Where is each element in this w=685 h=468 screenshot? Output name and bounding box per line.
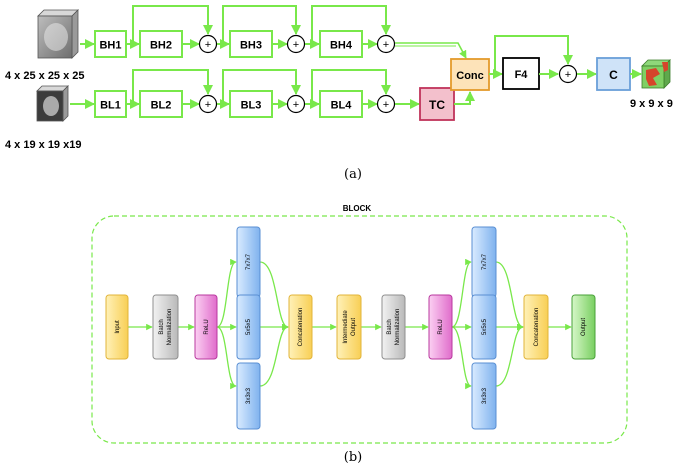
node-input: Input <box>105 294 129 360</box>
node-conv7-1-label: 7x7x7 <box>246 253 252 270</box>
f4-label: F4 <box>515 69 529 81</box>
bh2-block <box>139 30 183 58</box>
conc-label: Conc <box>456 70 484 82</box>
bl3-label: BL3 <box>241 100 262 112</box>
node-input-label: Input <box>115 320 121 334</box>
plus-symbol: + <box>565 69 571 81</box>
add-node-l1 <box>198 94 218 114</box>
low-resolution-path: BL1 BL2 + BL3 + BL4 + <box>94 69 420 118</box>
node-batchnorm-1-label-1: Batch <box>159 319 165 334</box>
block-title: BLOCK <box>343 204 372 213</box>
output-size-label: 9 x 9 x 9 <box>630 98 673 110</box>
add-node-l3 <box>376 94 396 114</box>
node-conv3-1-label: 3x3x3 <box>246 387 252 404</box>
node-batchnorm-2-label-2: Normalization <box>395 309 401 346</box>
node-batchnorm-2-label-1: Batch <box>387 319 393 334</box>
node-batchnorm-1-label-2: Normalization <box>167 309 173 346</box>
node-relu-2-label: ReLU <box>438 319 444 334</box>
plus-symbol: + <box>383 39 389 51</box>
bl1-label: BL1 <box>100 100 121 112</box>
node-conv3-2-label: 3x3x3 <box>482 387 488 404</box>
high-res-input-label: 4 x 25 x 25 x 25 <box>5 70 85 82</box>
c-label: C <box>609 68 618 82</box>
plus-symbol: + <box>383 99 389 111</box>
figure-a: 4 x 25 x 25 x 25 4 x 19 x 19 x19 BH1 BH2… <box>5 5 673 182</box>
node-batchnorm-1: Batch Normalization <box>152 294 179 360</box>
bl1-block <box>94 90 127 118</box>
bh3-label: BH3 <box>240 40 262 52</box>
caption-b: (b) <box>344 450 362 465</box>
node-conv5-2: 5x5x5 <box>471 294 497 360</box>
segmentation-output-cube-icon <box>641 59 671 89</box>
bh3-block <box>229 30 273 58</box>
block-container <box>91 215 628 444</box>
figure-b: BLOCK <box>91 204 628 465</box>
plus-symbol: + <box>293 39 299 51</box>
node-relu-2: ReLU <box>428 294 453 360</box>
node-conv7-2: 7x7x7 <box>471 226 497 298</box>
node-relu-1-label: ReLU <box>204 319 210 334</box>
conc-block <box>450 58 490 91</box>
node-conv3-2: 3x3x3 <box>471 362 497 430</box>
node-output: Output <box>571 294 596 360</box>
low-res-input-label: 4 x 19 x 19 x19 <box>5 139 81 151</box>
bl4-label: BL4 <box>331 100 353 112</box>
bh1-label: BH1 <box>99 40 121 52</box>
bl2-block <box>139 90 183 118</box>
add-node-l2 <box>286 94 306 114</box>
node-concatenation-1: Concatenation <box>288 294 313 360</box>
add-node-h1 <box>198 34 218 54</box>
node-concatenation-2-label: Concatenation <box>534 308 540 347</box>
node-conv7-2-label: 7x7x7 <box>482 253 488 270</box>
bl2-label: BL2 <box>151 100 172 112</box>
node-conv3-1: 3x3x3 <box>236 362 261 430</box>
node-intermediate-output: Intermediate Output <box>336 294 362 360</box>
node-relu-1: ReLU <box>194 294 218 360</box>
plus-symbol: + <box>293 99 299 111</box>
add-node-h2 <box>286 34 306 54</box>
node-conv5-1-label: 5x5x5 <box>246 318 252 335</box>
low-res-input-cube-icon <box>36 85 69 122</box>
node-intermediate-label-1: Intermediate <box>343 310 349 344</box>
bh2-label: BH2 <box>150 40 172 52</box>
add-node-final <box>558 64 578 84</box>
tc-label: TC <box>429 98 445 112</box>
node-batchnorm-2: Batch Normalization <box>381 294 406 360</box>
plus-symbol: + <box>205 99 211 111</box>
plus-symbol: + <box>205 39 211 51</box>
add-node-h3 <box>376 34 396 54</box>
node-intermediate-label-2: Output <box>351 318 357 336</box>
bh4-label: BH4 <box>330 40 353 52</box>
node-output-label: Output <box>581 318 587 336</box>
high-resolution-path: BH1 BH2 + BH3 + BH4 + <box>94 5 467 59</box>
node-conv5-2-label: 5x5x5 <box>482 318 488 335</box>
node-conv5-1: 5x5x5 <box>236 294 261 360</box>
node-conv7-1: 7x7x7 <box>236 226 261 298</box>
node-concatenation-1-label: Concatenation <box>298 308 304 347</box>
tc-block <box>419 87 455 121</box>
caption-a: (a) <box>344 167 362 182</box>
bh1-block <box>94 30 127 58</box>
high-res-input-cube-icon <box>37 9 79 59</box>
node-concatenation-2: Concatenation <box>523 294 549 360</box>
